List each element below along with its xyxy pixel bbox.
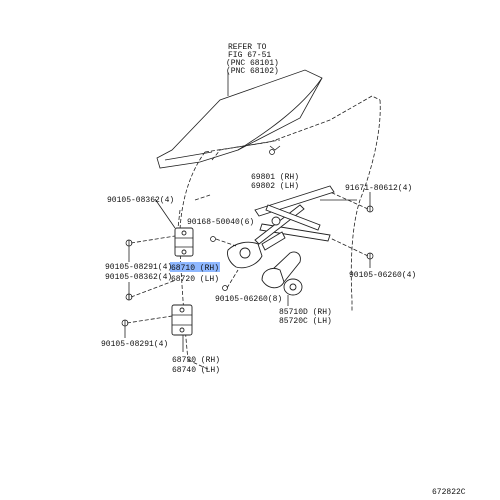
label-69802: 69802 (LH) (251, 182, 299, 191)
refer-note-line4: (PNC 68102) (226, 67, 279, 76)
label-85720C: 85720C (LH) (279, 317, 332, 326)
upper-hinge (174, 227, 194, 257)
leader-lines (124, 191, 371, 338)
label-68710: 68710 (RH) (171, 264, 219, 273)
label-90105-08291-bottom: 90105-08291(4) (101, 340, 168, 349)
bolt-icon (210, 236, 216, 242)
bolt-icon (269, 149, 275, 155)
lower-hinge (171, 304, 193, 352)
figure-code: 672822C (432, 488, 466, 497)
regulator-motor (261, 251, 303, 306)
label-90105-08362-mid: 90105-08362(4) (105, 273, 172, 282)
label-68740: 68740 (LH) (172, 366, 220, 375)
label-90105-06260-mid: 90105-06260(8) (215, 295, 282, 304)
label-68730: 68730 (RH) (172, 356, 220, 365)
label-91671-80612: 91671-80612(4) (345, 184, 412, 193)
bolt-icon (222, 285, 228, 291)
part-labels: 69801 (RH) 69802 (LH) 91671-80612(4) 901… (101, 173, 466, 497)
refer-note-line1: REFER TO (228, 43, 267, 52)
label-90105-06260-right: 90105-06260(4) (349, 271, 416, 280)
label-90168-50040: 90168-50040(6) (187, 218, 254, 227)
label-69801: 69801 (RH) (251, 173, 299, 182)
bolt-icon (366, 252, 374, 260)
window-regulator (227, 185, 357, 269)
refer-note-line2: FIG 67-51 (228, 51, 271, 60)
refer-note: REFER TO FIG 67-51 (PNC 68101) (PNC 6810… (226, 43, 279, 76)
label-68720: 68720 (LH) (171, 275, 219, 284)
label-90105-08362-top: 90105-08362(4) (107, 196, 174, 205)
highlight-68710 (170, 262, 220, 272)
label-85710D: 85710D (RH) (279, 308, 332, 317)
window-glass (156, 69, 323, 169)
label-90105-08291-mid: 90105-08291(4) (105, 263, 172, 272)
refer-note-line3: (PNC 68101) (226, 59, 279, 68)
